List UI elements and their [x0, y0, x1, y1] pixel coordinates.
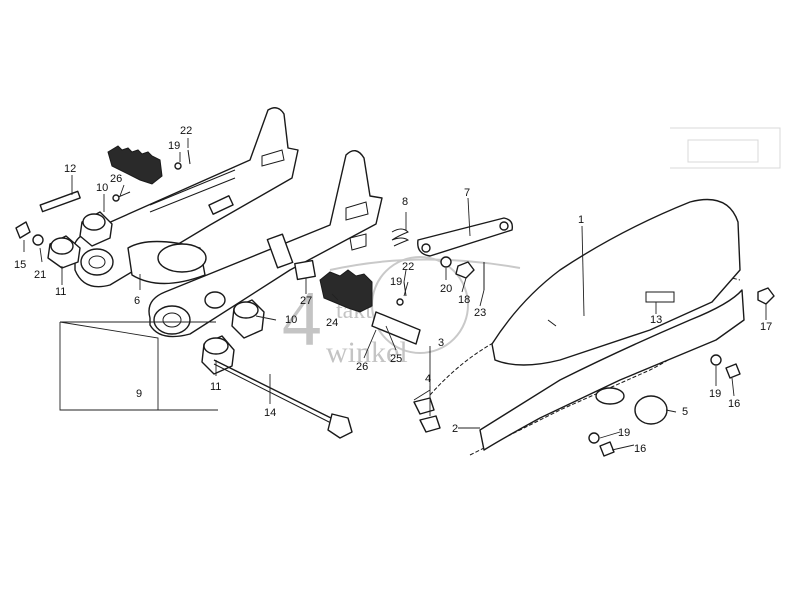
pivot-bolt: [213, 359, 353, 439]
callout-label: 15: [14, 259, 26, 271]
callout-label: 26: [110, 173, 122, 185]
callout-label: 3: [438, 337, 444, 349]
callout-label: 2: [452, 423, 458, 435]
swingarm-front: [148, 150, 383, 338]
callout-label: 16: [634, 443, 646, 455]
watermark-digit: 4: [282, 275, 321, 362]
callout-label: 5: [682, 406, 688, 418]
callout-label: 4: [425, 373, 431, 385]
callout-label: 8: [402, 196, 408, 208]
callout-label: 24: [326, 317, 338, 329]
pivot-tube: [127, 240, 207, 285]
callout-label: 16: [728, 398, 740, 410]
callout-label: 11: [210, 381, 221, 393]
callout-label: 26: [356, 361, 368, 373]
callout-label: 23: [474, 307, 486, 319]
callout-label: 13: [650, 314, 662, 326]
callout-label: 18: [458, 294, 470, 306]
callout-label: 12: [64, 163, 76, 175]
callout-label: 7: [464, 187, 470, 199]
callout-label: 9: [136, 388, 142, 400]
small-parts-left: [15, 149, 191, 246]
callout-label: 19: [709, 388, 721, 400]
callout-label: 1: [578, 214, 584, 226]
spring: [391, 228, 410, 247]
leader-lines: [23, 138, 767, 451]
small-parts-center: [294, 256, 485, 345]
callout-label: 25: [390, 353, 402, 365]
hardware-right: [588, 287, 775, 457]
callout-label: 17: [760, 321, 772, 333]
callout-label: 22: [180, 125, 192, 137]
callout-labels: 1 2 3 4 5 6 7 8 9 10 10 11 11 12 13 14 1…: [14, 125, 772, 455]
callout-label: 22: [402, 261, 414, 273]
callout-label: 19: [618, 427, 630, 439]
swingarm-rear: [73, 107, 299, 288]
callout-label: 19: [390, 276, 402, 288]
footrest-rubber-upper: [107, 145, 163, 185]
callout-label: 6: [134, 295, 140, 307]
chain-case: [479, 198, 745, 451]
callout-label: 20: [440, 283, 452, 295]
link-bar: [417, 217, 514, 257]
scan-artifacts: [670, 127, 781, 169]
callout-label: 10: [96, 182, 108, 194]
callout-label: 11: [55, 286, 66, 298]
callout-label: 10: [285, 314, 297, 326]
bushings: [47, 211, 265, 375]
callout-label: 21: [34, 269, 46, 281]
footrest-rubber-lower: [319, 269, 373, 313]
callout-label: 14: [264, 407, 276, 419]
callout-label: 27: [300, 295, 312, 307]
callout-label: 19: [168, 140, 180, 152]
